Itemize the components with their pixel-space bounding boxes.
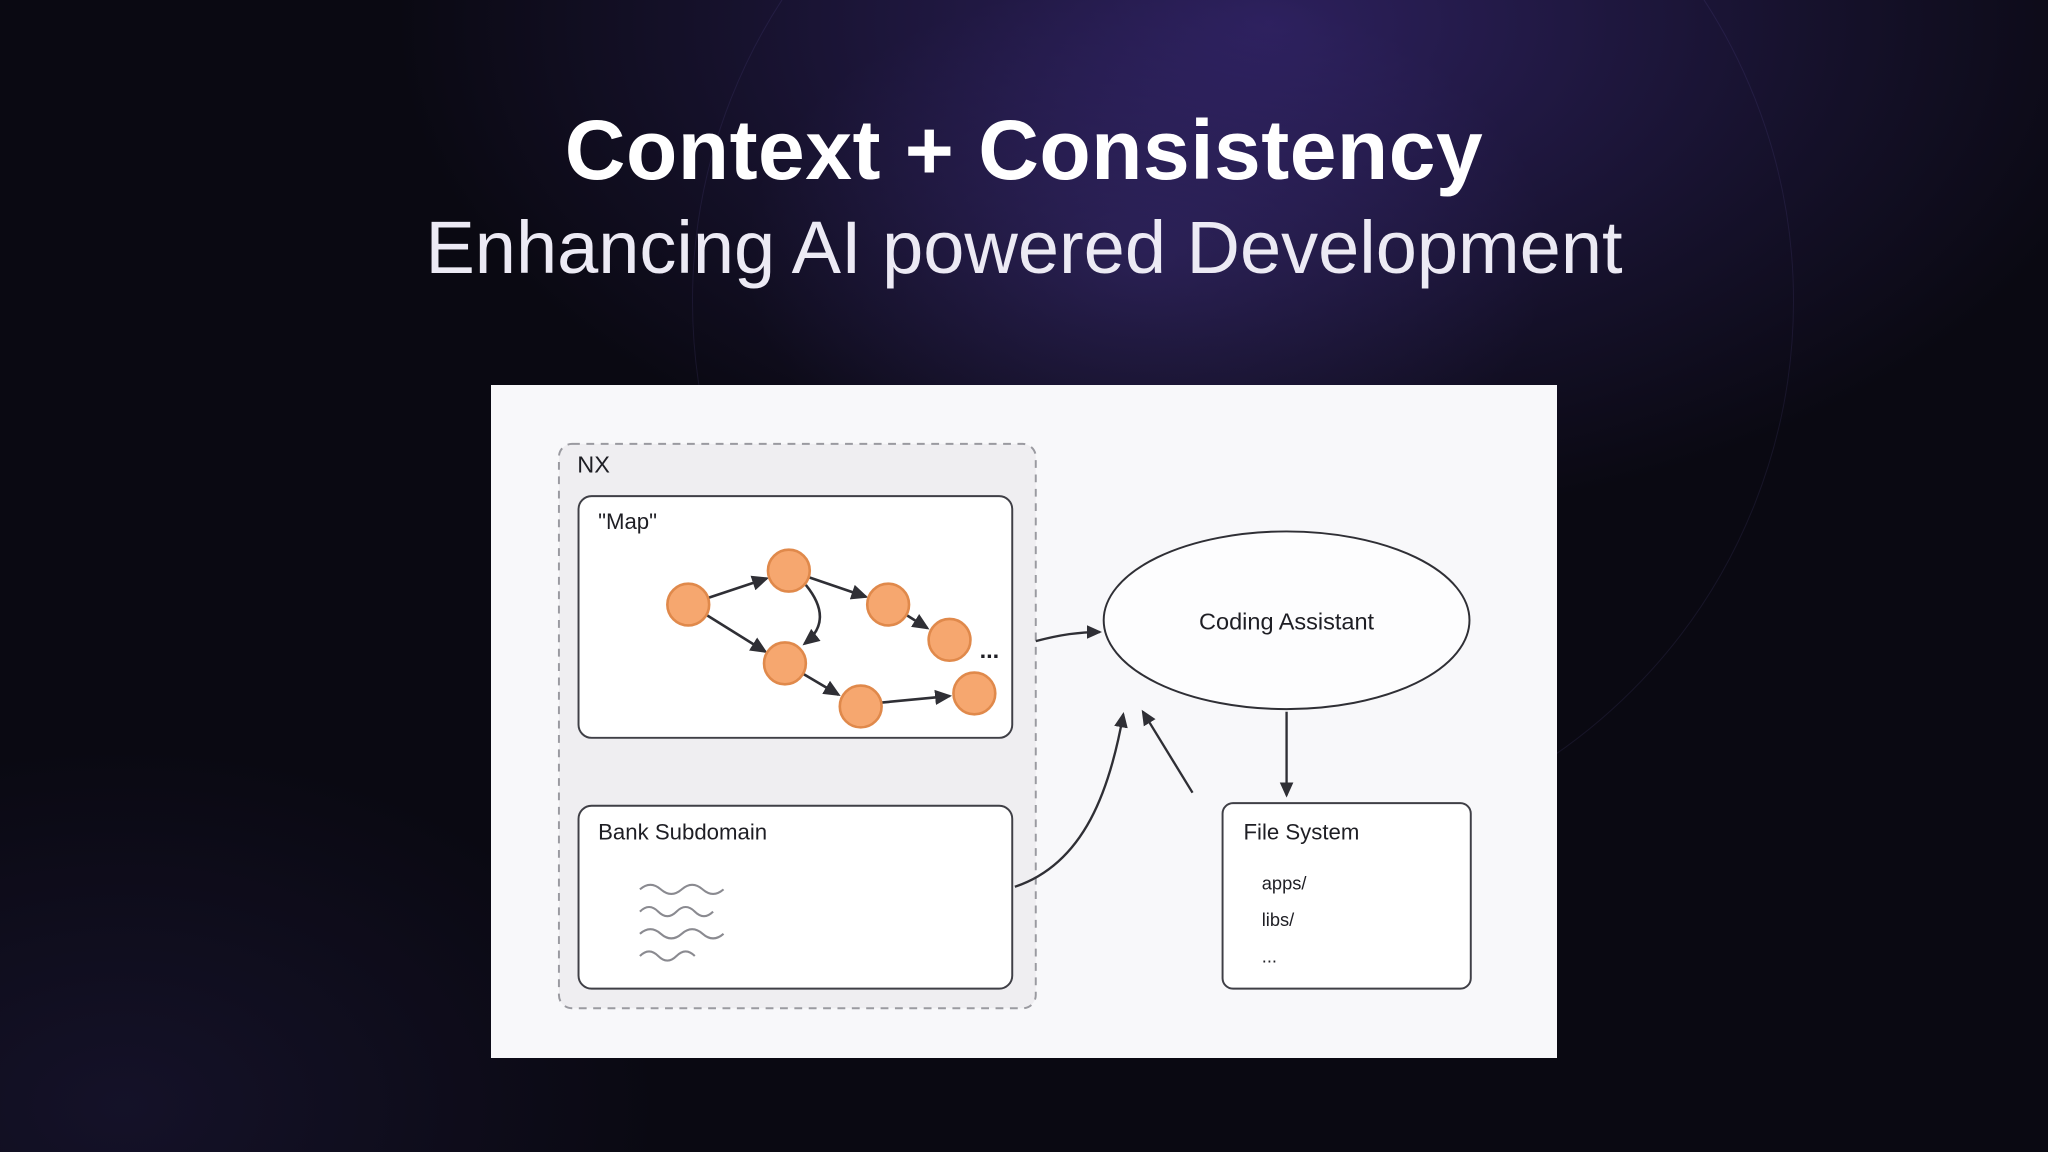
graph-node <box>865 582 911 627</box>
graph-node <box>927 617 972 663</box>
diagram-svg: NX "Map" <box>557 442 1472 1010</box>
title-block: Context + Consistency Enhancing AI power… <box>0 102 2048 290</box>
nx-label: NX <box>577 452 610 478</box>
graph-edge <box>802 584 822 646</box>
arrow-bank-to-assistant <box>1014 712 1128 888</box>
squiggle-line <box>639 905 714 918</box>
graph-node <box>666 582 711 627</box>
map-graph-nodes <box>666 548 997 729</box>
arrow-filesystem-to-assistant <box>1141 709 1194 794</box>
squiggle-line <box>639 950 696 962</box>
file-system-item: libs/ <box>1262 909 1295 930</box>
bank-subdomain-label: Bank Subdomain <box>598 820 767 845</box>
page-subtitle: Enhancing AI powered Development <box>425 205 1623 289</box>
coding-assistant-ellipse <box>1102 530 1471 711</box>
graph-edge <box>881 689 953 706</box>
graph-node <box>838 684 883 729</box>
file-system-box <box>1221 802 1472 990</box>
page-title: Context + Consistency <box>564 103 1484 197</box>
graph-node <box>766 548 812 593</box>
squiggle-line <box>639 883 725 895</box>
connector-arrows <box>1014 625 1294 888</box>
squiggle-line <box>639 928 725 940</box>
graph-edge <box>705 613 768 653</box>
map-box <box>577 495 1014 739</box>
map-graph-edges <box>705 575 953 706</box>
map-ellipsis: ... <box>980 637 1000 663</box>
graph-node <box>762 641 808 686</box>
bank-squiggles <box>639 883 725 962</box>
coding-assistant-label: Coding Assistant <box>1199 608 1375 634</box>
map-label: "Map" <box>598 509 657 534</box>
arrow-nx-to-assistant <box>1035 625 1103 643</box>
file-system-item: ... <box>1262 946 1277 967</box>
graph-edge <box>802 672 841 697</box>
graph-edge <box>707 575 770 600</box>
graph-node <box>952 671 997 716</box>
graph-edge <box>905 613 930 630</box>
diagram-panel: NX "Map" <box>491 385 1557 1058</box>
bank-subdomain-box <box>577 804 1014 990</box>
file-system-label: File System <box>1243 820 1359 845</box>
graph-edge <box>808 575 869 600</box>
file-system-item: apps/ <box>1262 872 1308 893</box>
